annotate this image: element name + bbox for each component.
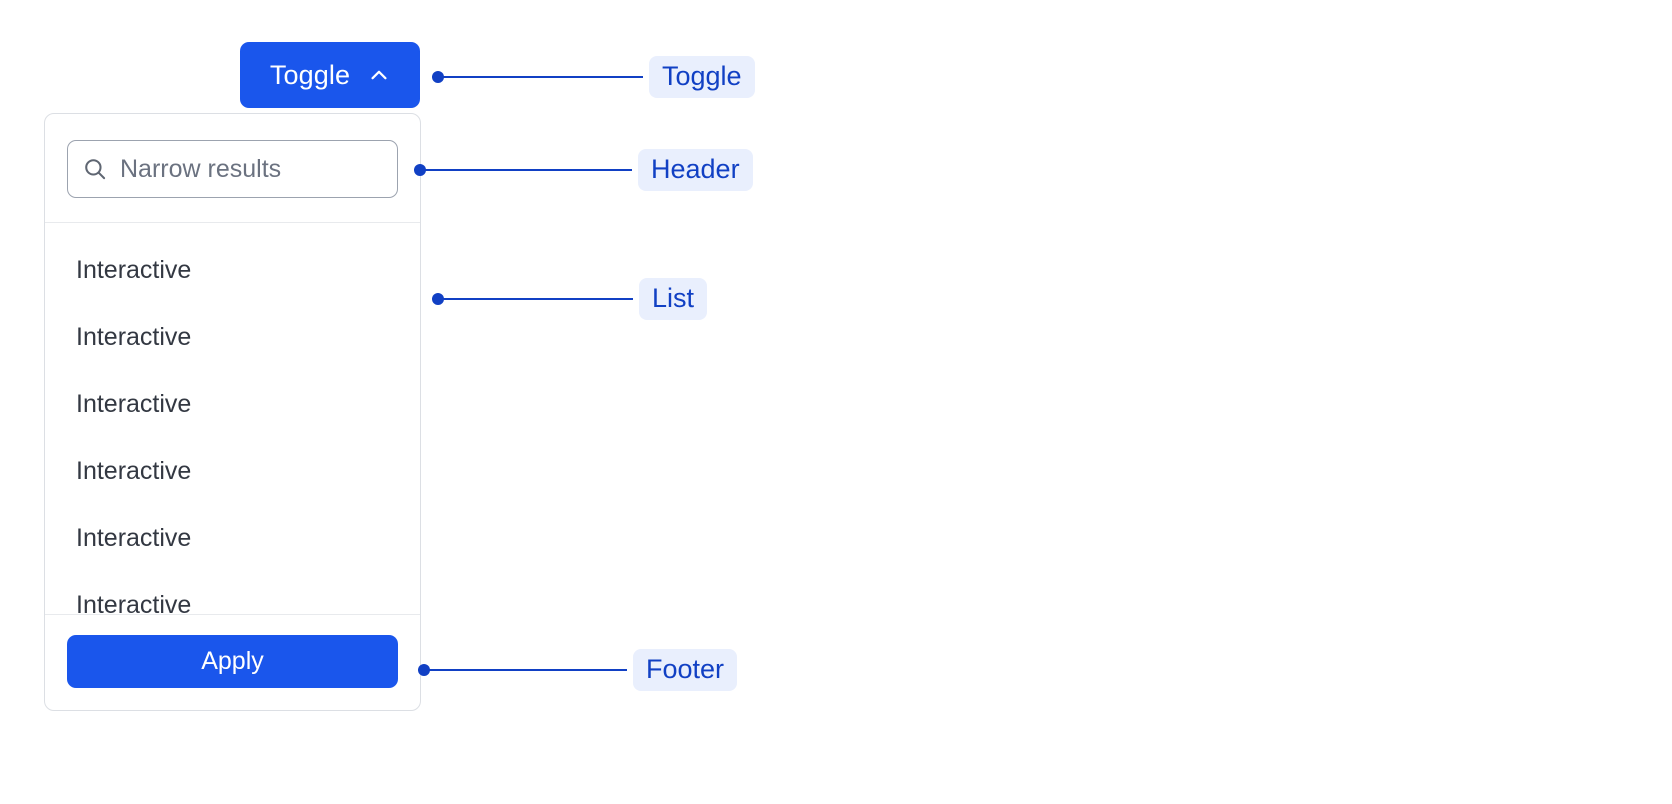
toggle-button-label: Toggle [269,59,351,90]
annotation-leader-line [443,76,643,78]
panel-list: Interactive Interactive Interactive Inte… [45,223,420,614]
annotation-dot-icon [418,664,430,676]
list-item[interactable]: Interactive [45,572,420,614]
annotation-dot-icon [432,71,444,83]
list-item[interactable]: Interactive [45,505,420,572]
annotation-leader-line [429,669,627,671]
annotation-leader-line [443,298,633,300]
list-item-label: Interactive [76,390,192,418]
panel-header [45,114,420,223]
list-item-label: Interactive [76,323,192,351]
list-item-label: Interactive [76,524,192,552]
annotation-dot-icon [432,293,444,305]
search-input[interactable] [120,154,383,184]
chevron-up-icon [371,70,387,80]
annotation-label-list: List [639,277,708,321]
apply-button[interactable]: Apply [67,635,398,688]
dropdown-panel: Interactive Interactive Interactive Inte… [44,113,421,711]
list-item[interactable]: Interactive [45,304,420,371]
search-field-wrapper[interactable] [67,140,398,198]
list-item-label: Interactive [76,256,192,284]
search-icon [85,159,106,180]
annotation-label-header: Header [638,148,753,192]
list-item[interactable]: Interactive [45,438,420,505]
toggle-button[interactable]: Toggle [240,42,420,108]
list-item-label: Interactive [76,591,192,614]
annotation-dot-icon [414,164,426,176]
list-item[interactable]: Interactive [45,237,420,304]
annotation-label-toggle: Toggle [649,55,755,99]
list-item[interactable]: Interactive [45,371,420,438]
panel-footer: Apply [45,614,420,710]
list-item-label: Interactive [76,457,192,485]
annotation-label-footer: Footer [633,648,738,692]
annotation-leader-line [425,169,632,171]
